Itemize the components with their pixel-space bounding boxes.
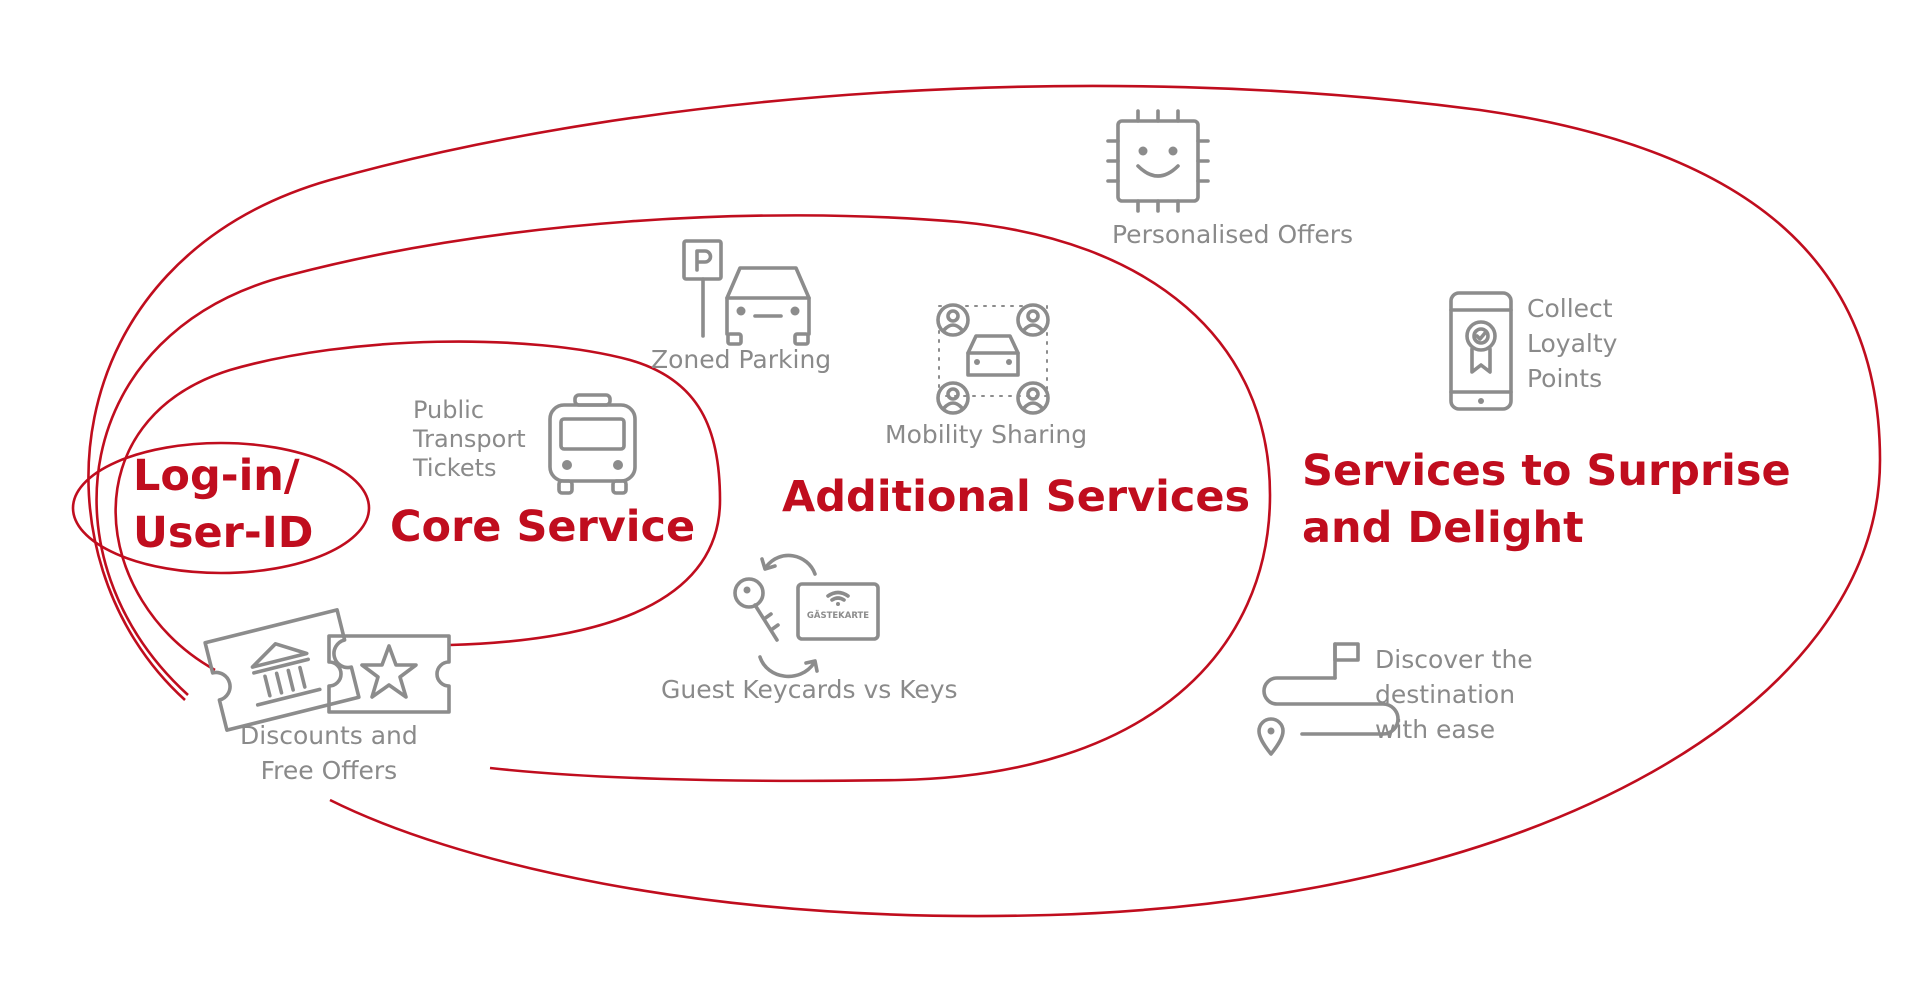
keycard-card-text: GÄSTEKARTE [807, 610, 869, 621]
additional-ring [95, 214, 1272, 783]
login-ring [71, 441, 371, 575]
bus-icon [548, 393, 637, 495]
core-ring [114, 340, 722, 672]
guest-keycards-label: Guest Keycards vs Keys [661, 675, 958, 704]
parking-icon [682, 239, 811, 346]
outer-ring [87, 84, 1882, 918]
car-sharing-icon [936, 303, 1050, 415]
discover-label: Discover the destination with ease [1375, 645, 1533, 744]
personalised-offers-label: Personalised Offers [1112, 220, 1354, 249]
route-icon [1257, 642, 1400, 756]
smile-chip-icon [1106, 109, 1210, 213]
loyalty-points-label: Collect Loyalty Points [1527, 294, 1618, 393]
core-service-title: Core Service [390, 502, 696, 552]
login-title: Log-in/ User-ID [133, 451, 314, 558]
surprise-delight-title: Services to Surprise and Delight [1302, 446, 1791, 553]
discounts-label: Discounts and Free Offers [240, 721, 418, 785]
tickets-icon [203, 608, 451, 732]
additional-services-title: Additional Services [782, 472, 1251, 522]
phone-badge-icon [1449, 291, 1513, 411]
mobility-sharing-label: Mobility Sharing [885, 420, 1088, 449]
zoned-parking-label: Zoned Parking [651, 345, 832, 374]
keycard-icon: GÄSTEKARTE [733, 553, 880, 679]
public-transport-label: Public Transport Tickets [413, 396, 526, 482]
